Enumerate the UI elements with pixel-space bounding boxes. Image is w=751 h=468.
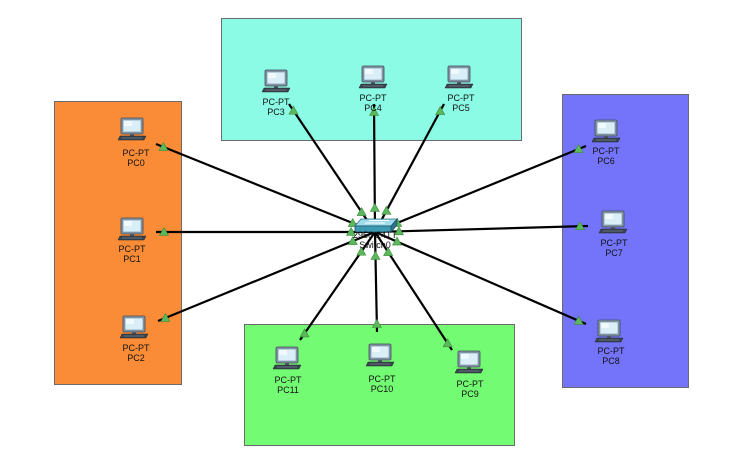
cable-line[interactable] <box>374 144 587 234</box>
link-pc2[interactable] <box>157 230 376 323</box>
cable-line[interactable] <box>157 230 376 323</box>
link-pc10[interactable] <box>370 231 382 333</box>
link-up-triangle-icon <box>574 221 586 231</box>
cable-line[interactable] <box>374 224 589 234</box>
device-name-label: PC11 <box>277 385 299 395</box>
desktop-pc-icon <box>119 315 149 339</box>
links-layer <box>155 103 589 351</box>
desktop-pc-icon <box>444 65 474 89</box>
link-up-triangle-icon <box>347 235 358 245</box>
link-up-triangle-icon <box>347 217 358 227</box>
link-up-triangle-icon <box>391 236 403 246</box>
link-up-triangle-icon <box>369 202 380 212</box>
cable-line[interactable] <box>373 231 379 333</box>
link-up-triangle-icon <box>356 246 367 256</box>
link-pc7[interactable] <box>374 221 589 236</box>
link-up-triangle-icon <box>370 250 381 260</box>
link-up-triangle-icon <box>371 318 382 328</box>
cable-line[interactable] <box>374 230 587 326</box>
desktop-pc-icon <box>365 343 395 367</box>
device-model-label: PC-PT <box>119 244 147 254</box>
device-name-label: PC6 <box>597 156 615 166</box>
link-up-triangle-icon <box>356 206 367 216</box>
link-up-triangle-icon <box>369 106 380 116</box>
device-model-label: PC-PT <box>360 93 388 103</box>
link-up-triangle-icon <box>573 315 584 325</box>
link-up-triangle-icon <box>158 141 169 151</box>
cable-line[interactable] <box>155 142 376 234</box>
desktop-pc-icon <box>261 69 291 93</box>
link-pc8[interactable] <box>374 230 587 326</box>
device-model-label: PC-PT <box>593 146 621 156</box>
link-up-triangle-icon <box>573 143 584 153</box>
link-pc9[interactable] <box>374 231 453 351</box>
device-model-label: PC-PT <box>123 343 151 353</box>
device-name-label: PC8 <box>602 356 620 366</box>
desktop-pc-icon <box>272 346 302 370</box>
link-up-triangle-icon <box>435 105 446 115</box>
device-name-label: PC0 <box>127 158 145 168</box>
link-pc5[interactable] <box>374 103 446 233</box>
device-model-label: PC-PT <box>448 93 476 103</box>
desktop-pc-icon <box>117 117 147 141</box>
zone-right <box>562 94 689 388</box>
device-model-label: 2950-24TT <box>353 230 398 240</box>
device-name-label: PC3 <box>267 107 285 117</box>
link-up-triangle-icon <box>299 328 310 338</box>
cable-line[interactable] <box>372 103 377 233</box>
device-model-label: PC-PT <box>123 148 151 158</box>
device-name-label: PC1 <box>123 254 141 264</box>
network-switch-icon <box>354 217 398 234</box>
desktop-pc-icon <box>594 319 624 343</box>
desktop-pc-icon <box>591 119 621 143</box>
link-pc0[interactable] <box>155 141 376 234</box>
device-name-label: PC9 <box>461 389 479 399</box>
device-name-label: PC7 <box>605 248 623 258</box>
link-pc3[interactable] <box>288 103 376 233</box>
device-name-label: Switch0 <box>359 240 391 250</box>
link-up-triangle-icon <box>393 226 405 236</box>
link-up-triangle-icon <box>383 246 394 256</box>
link-up-triangle-icon <box>160 312 171 322</box>
device-model-label: PC-PT <box>263 97 291 107</box>
device-model-label: PC-PT <box>598 346 626 356</box>
link-up-triangle-icon <box>381 205 392 215</box>
device-name-label: PC4 <box>364 103 382 113</box>
link-pc11[interactable] <box>299 231 376 341</box>
link-pc1[interactable] <box>156 226 375 236</box>
device-name-label: PC2 <box>127 353 145 363</box>
desktop-pc-icon <box>117 217 147 241</box>
link-pc6[interactable] <box>374 143 587 234</box>
link-up-triangle-icon <box>158 226 170 236</box>
link-pc4[interactable] <box>369 103 380 233</box>
device-name-label: PC10 <box>371 384 394 394</box>
device-model-label: PC-PT <box>457 379 485 389</box>
devices-layer: PC-PTPC0PC-PTPC1PC-PTPC2PC-PTPC3PC-PTPC4… <box>117 65 629 399</box>
link-up-triangle-icon <box>345 226 357 236</box>
desktop-pc-icon <box>358 65 388 89</box>
device-name-label: PC5 <box>452 103 470 113</box>
link-up-triangle-icon <box>288 105 299 115</box>
device-model-label: PC-PT <box>275 375 303 385</box>
device-model-label: PC-PT <box>601 238 629 248</box>
device-model-label: PC-PT <box>369 374 397 384</box>
link-up-triangle-icon <box>442 338 453 348</box>
desktop-pc-icon <box>454 350 484 374</box>
desktop-pc-icon <box>598 210 628 234</box>
